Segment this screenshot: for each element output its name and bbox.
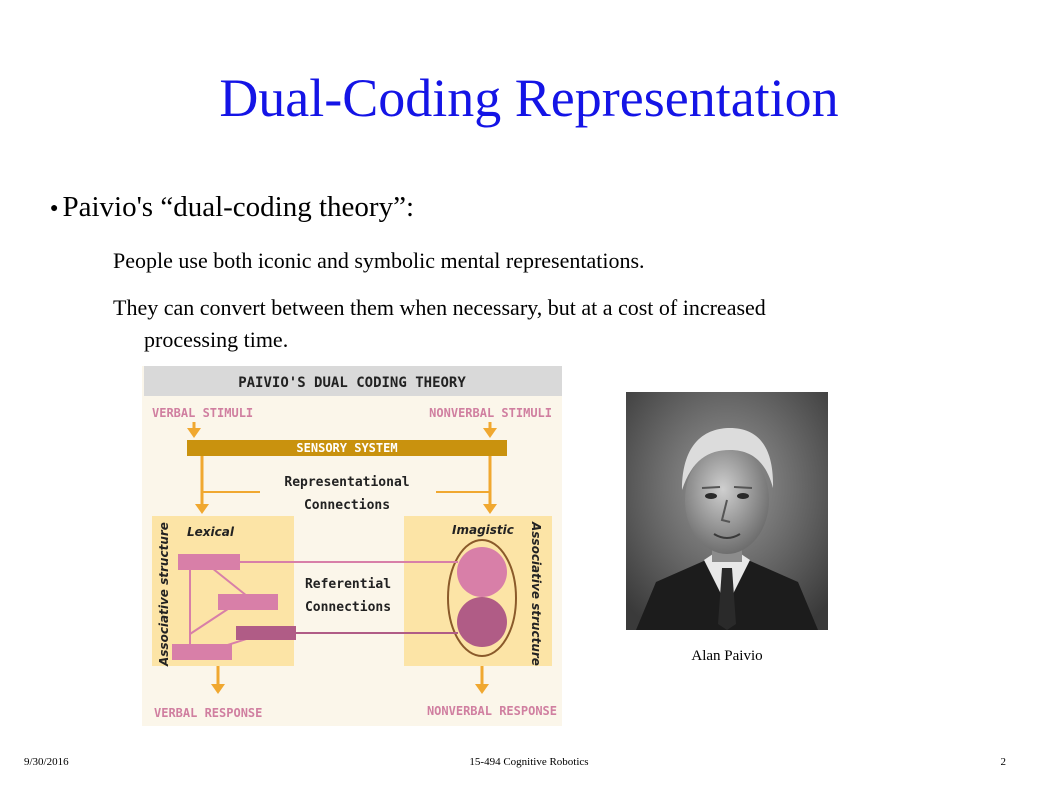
bullet-text: Paivio's “dual-coding theory”: [62, 191, 414, 223]
diagram-header-bg [144, 366, 562, 396]
representational-label-1: Representational [284, 475, 409, 490]
referential-label-bg [294, 572, 402, 618]
portrait-image [626, 392, 828, 630]
nonverbal-response-label: NONVERBAL RESPONSE [427, 704, 557, 718]
footer-date: 9/30/2016 [24, 756, 69, 768]
verbal-response-label: VERBAL RESPONSE [154, 706, 262, 720]
representational-label-2: Connections [304, 498, 390, 513]
verbal-response-arrowhead-icon [211, 684, 225, 694]
referential-label-1: Referential [305, 577, 391, 592]
dual-coding-diagram: PAIVIO'S DUAL CODING THEORY VERBAL STIMU… [142, 366, 562, 726]
verbal-stimuli-label: VERBAL STIMULI [152, 406, 253, 420]
sub-point-2-line-1: They can convert between them when neces… [113, 295, 766, 320]
bullet-point: ●Paivio's “dual-coding theory”: [50, 190, 414, 225]
associative-structure-left: Associative structure [157, 522, 171, 667]
imagistic-label: Imagistic [452, 523, 514, 537]
sub-point-2: They can convert between them when neces… [113, 292, 933, 356]
logogen-box [178, 554, 240, 570]
footer-course: 15-494 Cognitive Robotics [469, 756, 589, 768]
sensory-system-bar [187, 440, 507, 456]
nonverbal-stimuli-label: NONVERBAL STIMULI [429, 406, 552, 420]
associative-structure-right: Associative structure [529, 521, 543, 666]
bullet-dot-icon: ● [50, 200, 59, 216]
imagen-circle [457, 547, 507, 597]
diagram-canvas: PAIVIO'S DUAL CODING THEORY VERBAL STIMU… [142, 366, 562, 726]
nonverbal-stimuli-arrowhead-icon [483, 428, 497, 438]
lexical-panel [152, 516, 294, 666]
imagen-outline [447, 539, 517, 657]
diagram-header: PAIVIO'S DUAL CODING THEORY [238, 375, 466, 391]
logogen-box [218, 594, 278, 610]
referential-label-2: Connections [305, 600, 391, 615]
photo-caption: Alan Paivio [691, 648, 763, 664]
verbal-stimuli-arrowhead-icon [187, 428, 201, 438]
footer-page-number: 2 [1000, 756, 1007, 768]
imagen-circle [457, 597, 507, 647]
portrait-photo [626, 392, 828, 630]
sub-point-1: People use both iconic and symbolic ment… [113, 248, 645, 273]
lexical-link-line [211, 567, 248, 597]
right-rep-arrowhead-icon [483, 504, 497, 514]
logogen-box [172, 644, 232, 660]
logogen-box [236, 626, 296, 640]
sensory-system-label: SENSORY SYSTEM [296, 441, 397, 455]
sub-point-2-line-2: processing time. [144, 326, 289, 352]
lexical-label: Lexical [187, 525, 235, 539]
slide-title: Dual-Coding Representation [219, 68, 839, 128]
representational-label-bg [260, 470, 436, 516]
left-rep-arrowhead-icon [195, 504, 209, 514]
nonverbal-response-arrowhead-icon [475, 684, 489, 694]
